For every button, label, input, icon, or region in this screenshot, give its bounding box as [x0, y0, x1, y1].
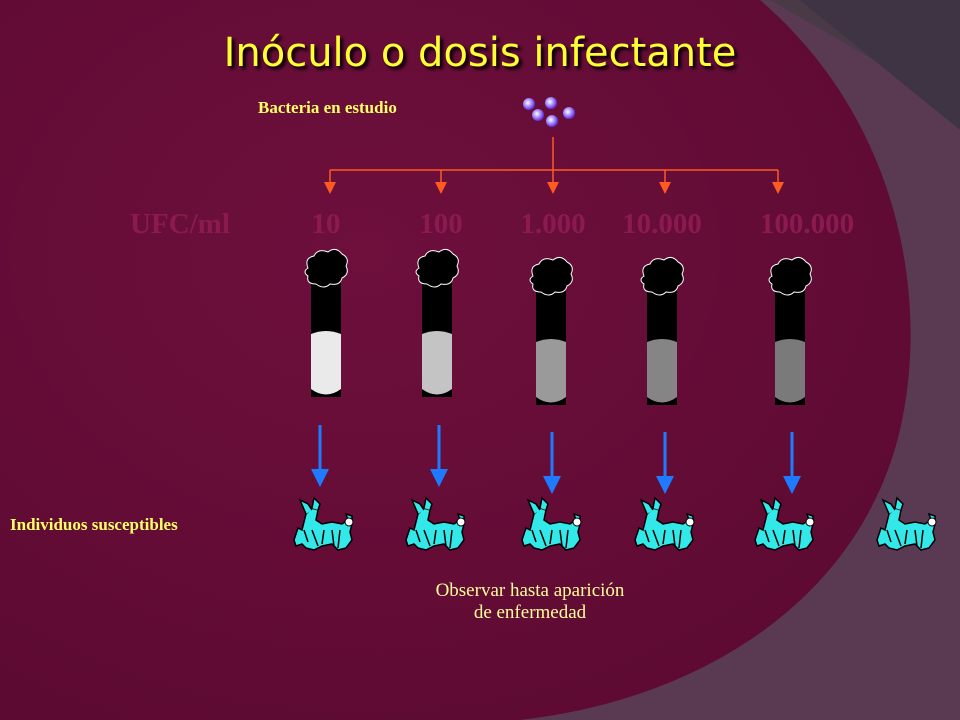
rabbit-icon-4	[634, 496, 695, 551]
rabbit-icon-1	[293, 496, 354, 551]
concentration-label-4: 10.000	[622, 208, 702, 240]
observation-note-line-1: Observar hasta aparición	[435, 580, 625, 601]
page-title: Inóculo o dosis infectante	[223, 30, 737, 76]
concentration-label-5: 100.000	[759, 208, 855, 240]
concentration-label-3: 1.000	[520, 208, 586, 240]
rabbit-icon-6	[876, 496, 937, 551]
bacteria-label: Bacteria en estudio	[258, 98, 397, 117]
concentration-label-1: 10	[311, 208, 341, 240]
test-tube-icon-3	[529, 256, 573, 405]
bacteria-icon	[523, 97, 575, 127]
ufc-label: UFC/ml	[130, 208, 230, 240]
test-tube-icon-5	[768, 256, 812, 405]
rabbit-row	[293, 496, 937, 551]
observation-note-line-2: de enfermedad	[473, 602, 587, 623]
test-tube-icon-1	[304, 248, 348, 397]
rabbit-icon-3	[521, 496, 582, 551]
test-tube-icon-4	[640, 256, 684, 405]
distribution-lines	[324, 137, 784, 194]
test-tube-icon-2	[415, 248, 459, 397]
observation-note: Observar hasta aparición de enfermedad	[380, 580, 680, 624]
background-corner	[800, 0, 960, 130]
individuals-label: Individuos susceptibles	[10, 515, 178, 534]
rabbit-icon-2	[405, 496, 466, 551]
concentration-label-2: 100	[419, 208, 463, 240]
rabbit-icon-5	[754, 496, 815, 551]
